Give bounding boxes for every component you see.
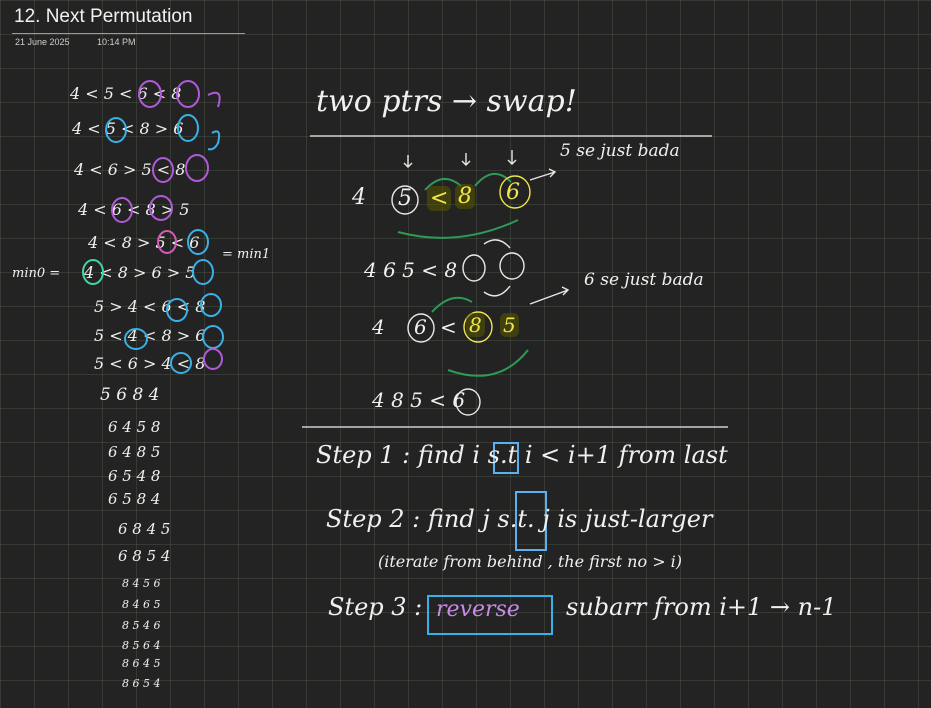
circle-mark [82, 259, 104, 285]
min0-label: min0 = [12, 266, 61, 281]
circle-mark [391, 185, 419, 215]
list-item: 6 5 8 4 [108, 490, 161, 508]
circle-mark [157, 230, 177, 254]
cell: 6 [506, 180, 520, 205]
example-row-2: 4 6 5 < 8 [364, 258, 458, 282]
cell: < [427, 186, 452, 211]
pointer-arrow [529, 286, 570, 305]
list-item: 8 6 5 4 [122, 677, 161, 690]
step-1: Step 1 : find i s.t i < i+1 from last [316, 441, 728, 469]
circle-mark [105, 117, 127, 143]
cell: 5 [398, 186, 412, 211]
cell: 4 [352, 185, 366, 210]
circle-mark [462, 254, 486, 282]
circle-mark [187, 229, 209, 255]
note-just-bada-2: 6 se just bada [584, 270, 704, 290]
list-item: 6 5 4 8 [108, 467, 161, 485]
cell: 5 [500, 313, 519, 337]
example-row-4: 4 8 5 < 6 [372, 388, 466, 412]
circle-mark [111, 197, 133, 223]
list-item: 8 4 6 5 [122, 598, 161, 611]
list-item: 4 < 8 > 6 > 5 [84, 263, 196, 282]
cell: 8 [455, 184, 475, 209]
circle-mark [202, 325, 224, 349]
list-item: 8 5 6 4 [122, 639, 161, 652]
step-2-detail: (iterate from behind , the first no > i) [378, 552, 683, 571]
circle-mark [499, 175, 531, 209]
circle-mark [138, 80, 162, 108]
circle-mark [192, 259, 214, 285]
list-item: 8 4 5 6 [122, 577, 161, 590]
circle-mark [176, 80, 200, 108]
list-item: 6 4 5 8 [108, 418, 161, 436]
cell: 8 [466, 313, 485, 337]
arrow-mark [207, 91, 221, 108]
swap-arrow [474, 173, 512, 187]
circle-mark [407, 313, 435, 343]
cell: 6 [414, 315, 427, 339]
list-item: 5 > 4 < 6 < 8 [94, 297, 206, 316]
box-reverse [427, 595, 553, 635]
pointer-arrow [529, 168, 557, 181]
circle-mark [149, 195, 173, 221]
circle-mark [185, 154, 209, 182]
box-j [515, 491, 547, 551]
page-title: 12. Next Permutation [14, 6, 193, 27]
step-3-detail: subarr from i+1 → n-1 [566, 593, 837, 621]
circle-mark [166, 298, 188, 322]
note-just-bada-1: 5 se just bada [560, 141, 680, 161]
list-item: 6 4 8 5 [108, 443, 161, 461]
list-item: 4 < 8 > 5 < 6 [88, 233, 200, 252]
list-item: 4 < 6 > 5 < 8 [74, 160, 186, 179]
circle-mark [200, 293, 222, 317]
box-i [493, 442, 519, 474]
circle-mark [124, 328, 148, 350]
list-item: 6 8 4 5 [118, 520, 171, 538]
circle-mark [499, 252, 525, 280]
list-item: 6 8 5 4 [118, 547, 171, 565]
down-arrow [507, 150, 517, 165]
list-item: 4 < 5 < 6 < 8 [70, 84, 182, 103]
list-item: 8 5 4 6 [122, 619, 161, 632]
arrow-mark [207, 130, 221, 151]
list-item: 5 < 4 < 8 > 6 [94, 326, 206, 345]
circle-mark [177, 114, 199, 142]
down-arrow [403, 155, 413, 168]
step-3-label: Step 3 : [328, 593, 423, 621]
list-item: 5 < 6 > 4 < 8 [94, 354, 206, 373]
title-divider [12, 33, 245, 34]
list-item: 5 6 8 4 [100, 385, 160, 405]
cell: < [440, 315, 457, 339]
list-item: 4 < 5 < 8 > 6 [72, 119, 184, 138]
circle-mark [203, 348, 223, 370]
cycle-arrow [483, 239, 511, 297]
circle-mark [170, 352, 192, 374]
circle-mark [152, 157, 174, 183]
swap-arrow [431, 296, 473, 313]
page-date: 21 June 2025 [15, 37, 70, 47]
swap-arrow [447, 349, 529, 377]
step-3-reverse: reverse [436, 597, 520, 622]
notes-heading: two ptrs → swap! [316, 84, 577, 119]
min1-label: = min1 [222, 247, 271, 262]
list-item: 4 < 6 < 8 > 5 [78, 200, 190, 219]
page-time: 10:14 PM [97, 37, 136, 47]
step-2: Step 2 : find j s.t. j is just-larger [326, 505, 713, 533]
circle-mark [463, 311, 493, 343]
swap-arrow [397, 219, 519, 239]
list-item: 8 6 4 5 [122, 657, 161, 670]
cell: 4 [372, 315, 385, 339]
circle-mark [455, 388, 481, 416]
down-arrow [461, 153, 471, 166]
